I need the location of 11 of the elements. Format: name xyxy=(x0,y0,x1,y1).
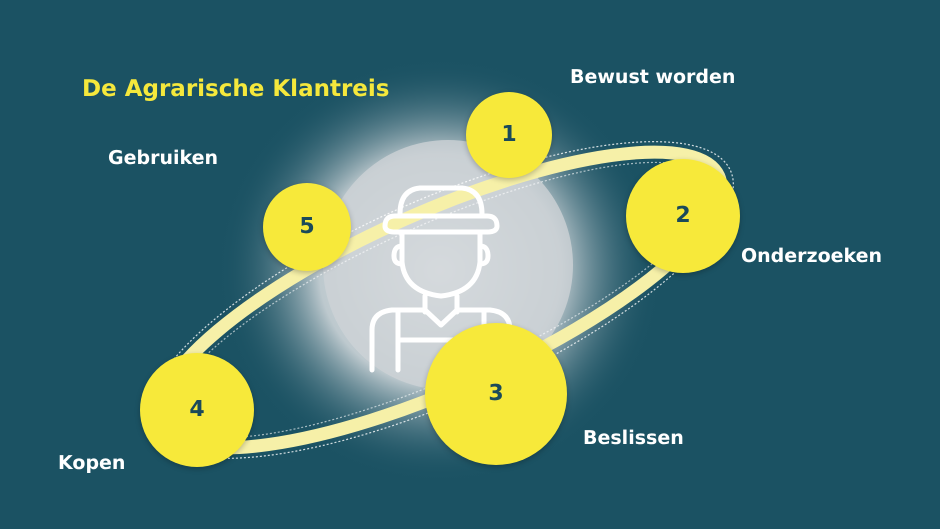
step-number: 3 xyxy=(487,383,505,405)
step-label: Kopen xyxy=(58,452,126,474)
step-label: Beslissen xyxy=(583,427,684,449)
step-label: Onderzoeken xyxy=(741,245,882,267)
diagram-title: De Agrarische Klantreis xyxy=(82,76,390,102)
step-number: 2 xyxy=(674,205,692,227)
step-label: Gebruiken xyxy=(108,147,218,169)
step-number: 5 xyxy=(298,216,316,238)
step-number: 1 xyxy=(500,124,518,146)
step-label: Bewust worden xyxy=(570,66,736,88)
step-number: 4 xyxy=(188,399,206,421)
